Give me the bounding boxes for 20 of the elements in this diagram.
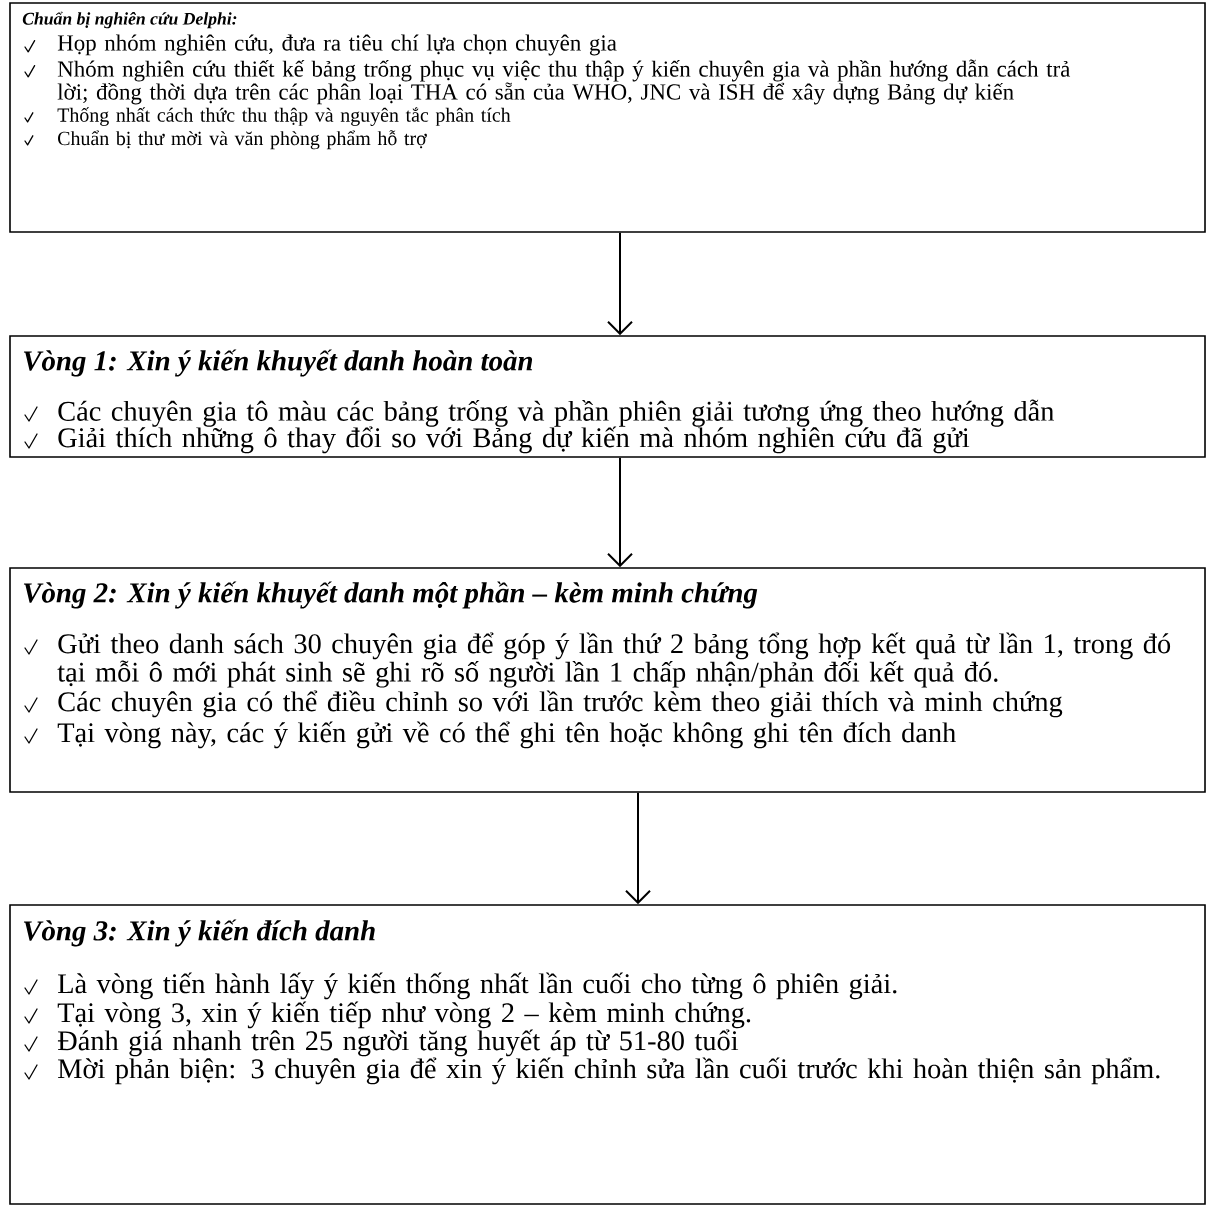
step-heading: Vòng 3: Xin ý kiến đích danh xyxy=(23,919,375,947)
step-heading: Vòng 2: Xin ý kiến khuyết danh một phần – kèm minh chứng xyxy=(23,581,758,609)
bullet-text: Tại vòng này, các ý kiến gửi về có thể ghi tên hoặc không ghi tên đích danh xyxy=(57,721,956,749)
bullet-text: Tại vòng 3, xin ý kiến tiếp như vòng 2 – kèm minh chứng. xyxy=(57,1001,751,1029)
bullet-text: Họp nhóm nghiên cứu, đưa ra tiêu chí lựa chọn chuyên gia xyxy=(57,34,617,56)
bullet-text: Gửi theo danh sách 30 chuyên gia để góp ý lần thứ 2 bảng tổng hợp kết quả từ lần 1, trong đó tại mỗi ô mới phát sinh sẽ ghi rõ số người lần 1 chấp nhận/phản đối kết quả đó. xyxy=(57,632,1171,688)
bullet-text: Nhóm nghiên cứu thiết kế bảng trống phục vụ việc thu thập ý kiến chuyên gia và phần hướng dẫn cách trả lời; đồng thời dựa trên các phân loại THA có sẵn của WHO, JNC và ISH để xây dựng Bảng dự kiến xyxy=(57,59,1071,105)
bullet-text: Giải thích những ô thay đổi so với Bảng dự kiến mà nhóm nghiên cứu đã gửi xyxy=(58,426,970,454)
step-heading: Chuẩn bị nghiên cứu Delphi: xyxy=(22,11,237,29)
bullet-text: Mời phản biện: 3 chuyên gia để xin ý kiến chỉnh sửa lần cuối trước khi hoàn thiện sản phẩm. xyxy=(58,1057,1160,1085)
bullet-text: Thống nhất cách thức thu thập và nguyên tắc phân tích xyxy=(57,107,511,126)
step-heading: Vòng 1: Xin ý kiến khuyết danh hoàn toàn xyxy=(23,349,533,377)
bullet-text: Các chuyên gia tô màu các bảng trống và phần phiên giải tương ứng theo hướng dẫn xyxy=(58,399,1054,427)
arrow xyxy=(607,231,633,336)
bullet-text: Là vòng tiến hành lấy ý kiến thống nhất lần cuối cho từng ô phiên giải. xyxy=(58,972,897,1000)
bullet-text: Chuẩn bị thư mời và văn phòng phẩm hỗ trợ xyxy=(58,130,427,150)
bullet-text: Các chuyên gia có thể điều chỉnh so với lần trước kèm theo giải thích và minh chứng xyxy=(58,690,1063,718)
arrow xyxy=(607,456,633,568)
bullet-text: Đánh giá nhanh trên 25 người tăng huyết áp từ 51-80 tuổi xyxy=(57,1029,739,1057)
arrow xyxy=(625,791,651,905)
